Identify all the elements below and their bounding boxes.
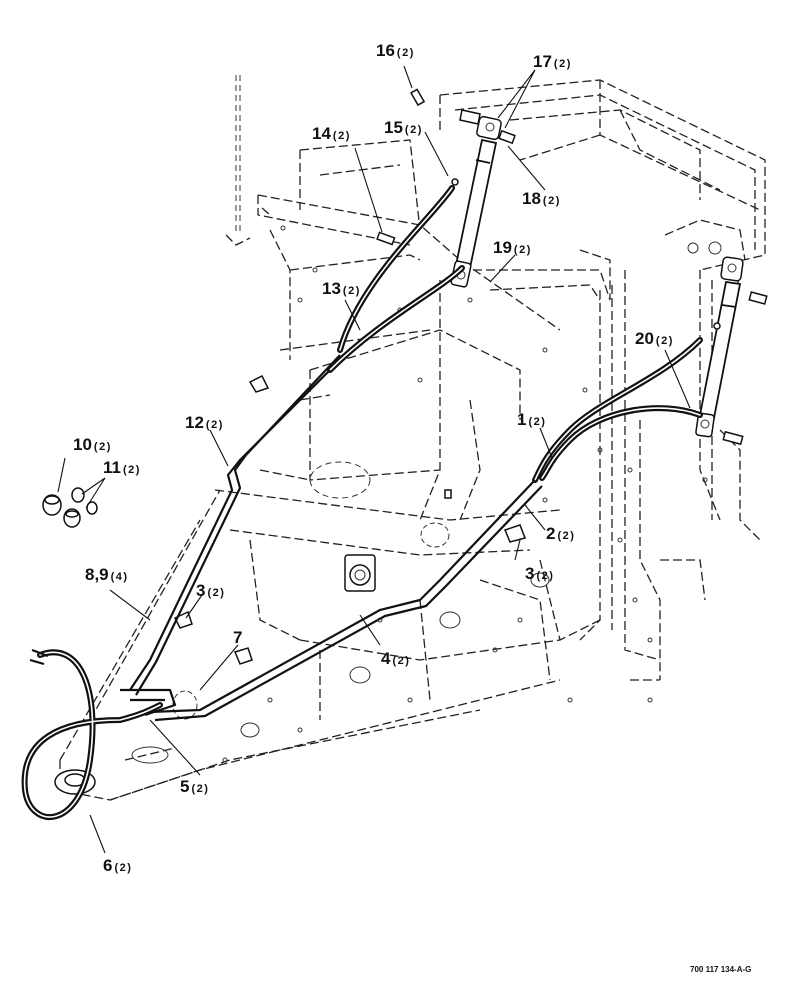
pins-and-fittings <box>42 88 768 665</box>
callout-3-right: 3(2) <box>525 564 554 583</box>
callout-labels: 16(2) 17(2) 15(2) 14(2) 18(2) 19(2) 13(2… <box>73 41 674 875</box>
steel-tubes <box>120 354 543 722</box>
callout-5: 5(2) <box>180 777 209 796</box>
callout-1: 1(2) <box>517 410 546 429</box>
callout-8-9: 8,9(4) <box>85 565 129 584</box>
left-cylinder <box>450 109 502 288</box>
callout-7: 7 <box>233 628 242 647</box>
panel-holes <box>222 225 708 763</box>
callout-10: 10(2) <box>73 435 112 454</box>
callout-14: 14(2) <box>312 124 351 143</box>
callout-2: 2(2) <box>546 524 575 543</box>
machine-frame <box>54 75 766 801</box>
callout-17: 17(2) <box>533 52 572 71</box>
callout-13: 13(2) <box>322 279 361 298</box>
callout-11: 11(2) <box>103 458 141 477</box>
callout-19: 19(2) <box>493 238 532 257</box>
callout-18: 18(2) <box>522 189 561 208</box>
callout-20: 20(2) <box>635 329 674 348</box>
hoses <box>21 185 703 820</box>
callout-15: 15(2) <box>384 118 423 137</box>
leader-lines <box>57 65 691 854</box>
drawing-reference-code: 700 117 134-A-G <box>690 965 751 974</box>
callout-6: 6(2) <box>103 856 132 875</box>
right-cylinder <box>695 256 744 438</box>
callout-3-left: 3(2) <box>196 581 225 600</box>
callout-16: 16(2) <box>376 41 415 60</box>
callout-4: 4(2) <box>381 649 410 668</box>
callout-12: 12(2) <box>185 413 224 432</box>
